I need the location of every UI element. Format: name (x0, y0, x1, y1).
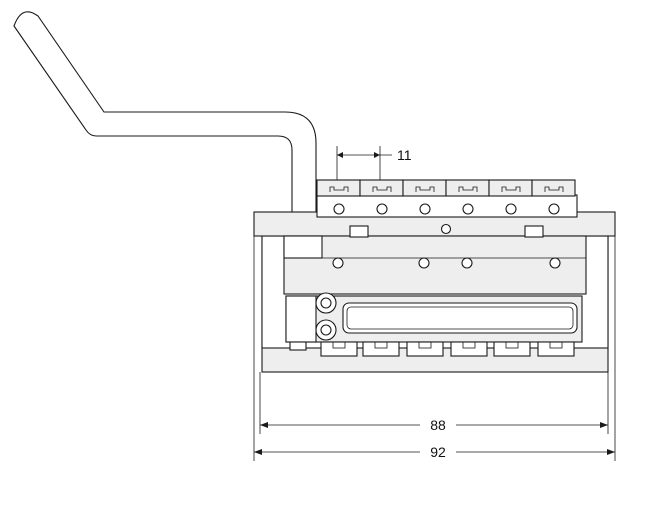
outer-width-dimension: 92 (253, 236, 616, 461)
center-hole (440, 223, 452, 235)
block-holes (332, 257, 561, 269)
saddle-holes (333, 203, 560, 215)
lower-block-left (285, 295, 317, 343)
tremolo-arm (13, 11, 317, 215)
slot (342, 302, 578, 334)
saddles (316, 179, 578, 218)
tab-left (349, 225, 369, 238)
outer-width-label: 92 (430, 444, 446, 460)
pitch-dimension: 11 (336, 146, 412, 180)
pitch-label: 11 (397, 147, 412, 163)
inner-block-left (283, 235, 323, 259)
inner-width-dimension: 88 (259, 372, 609, 434)
inner-block (283, 235, 587, 295)
lower-saddle-tabs (289, 341, 575, 357)
tab-right (524, 225, 544, 238)
inner-width-label: 88 (430, 417, 446, 433)
screw-heads (315, 292, 337, 341)
